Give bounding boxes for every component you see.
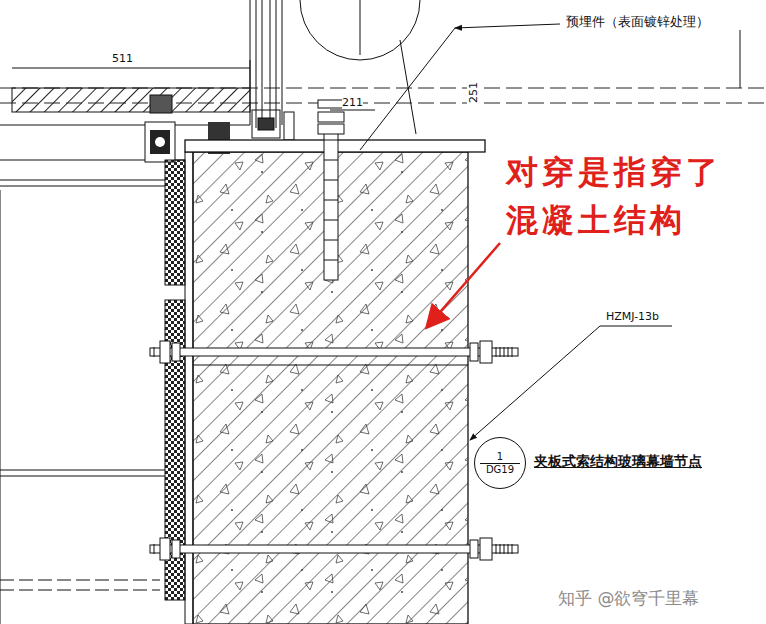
drawing-title: 夹板式索结构玻璃幕墙节点 (534, 453, 702, 470)
sheet-number: DG19 (484, 464, 516, 476)
part-label: 预埋件（表面镀锌处理） (566, 14, 709, 30)
watermark: 知乎 @欲穹千里幕 (558, 588, 699, 608)
callout-number: 1 (480, 451, 520, 464)
dimension-text: 211 (342, 96, 363, 109)
dimension-text: 251 (467, 81, 480, 104)
annotation-note: 对穿是指穿了混凝土结构 (506, 148, 741, 244)
detail-callout-circle: 1DG19 (474, 437, 526, 489)
dimension-text: 511 (112, 52, 133, 65)
part-code: HZMJ-13b (606, 310, 659, 323)
